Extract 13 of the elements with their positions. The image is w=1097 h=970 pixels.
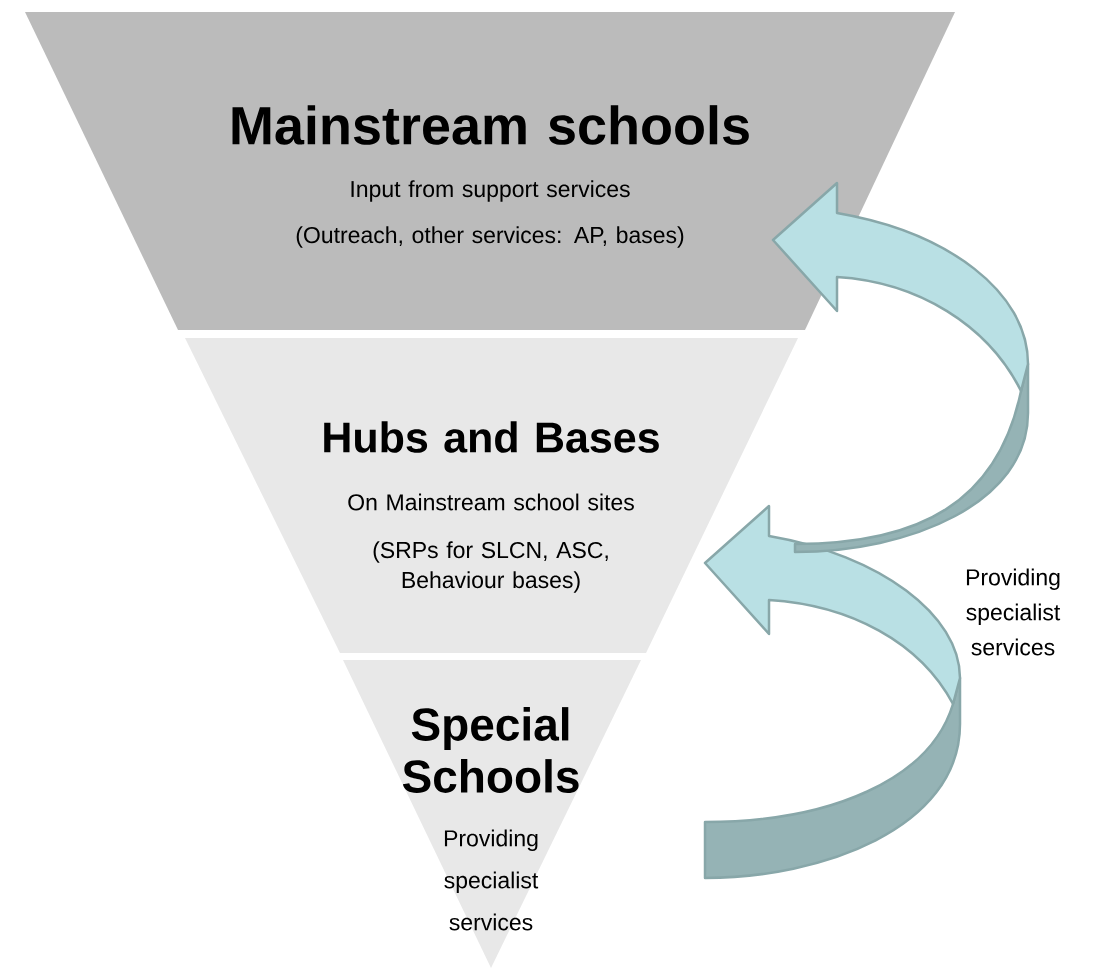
band-heading: Mainstream schools bbox=[232, 105, 749, 145]
band-text: Providing specialist services bbox=[444, 829, 539, 931]
band-text: (Outreach, other services: AP, bases) bbox=[296, 226, 684, 248]
funnel-band bbox=[185, 338, 798, 653]
band-heading: Hubs and Bases bbox=[324, 421, 659, 453]
curved-arrow bbox=[771, 181, 1030, 554]
curved-arrow bbox=[703, 504, 962, 880]
funnel-band bbox=[25, 12, 955, 330]
band-text: (SRPs for SLCN, ASC, Behaviour bases) bbox=[373, 541, 608, 593]
band-text: On Mainstream school sites bbox=[348, 493, 634, 511]
band-text: Input from support services bbox=[351, 180, 630, 202]
band-heading: Special Schools bbox=[402, 707, 579, 793]
side-note: Providing specialist services bbox=[966, 568, 1061, 656]
